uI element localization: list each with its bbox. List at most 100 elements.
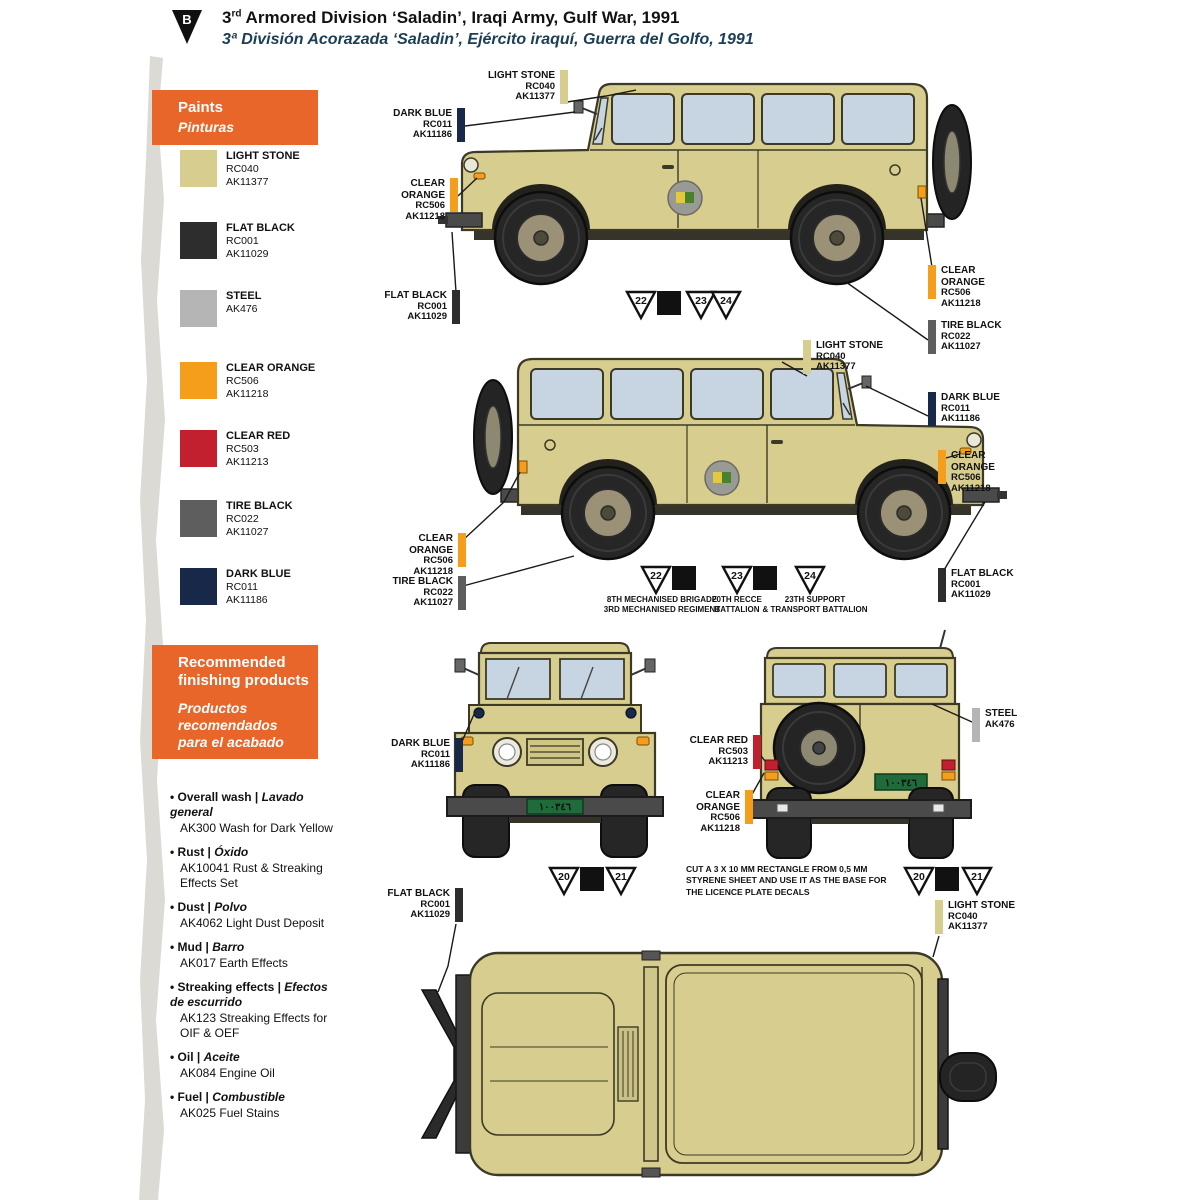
finishing-title: Recommended finishing products <box>178 654 309 689</box>
list-item: Streaking effects | Efectos de escurrido… <box>170 980 336 1041</box>
callout-paint-code: RC506 <box>415 200 445 211</box>
finishing-label: Streaking effects | <box>177 980 281 994</box>
callout-paint-name: TIRE BLACK <box>941 320 1002 331</box>
division-insignia <box>704 460 740 496</box>
finishing-label-es: Polvo <box>214 900 247 914</box>
paint-swatch-bar <box>745 790 753 824</box>
side-view-right <box>436 82 973 286</box>
paint-swatch-clear-orange: CLEAR ORANGE RC506 AK11218 <box>180 362 315 400</box>
paint-swatch-bar <box>560 70 568 104</box>
paint-code: AK11377 <box>226 175 269 188</box>
callout-paint-code: AK11186 <box>941 413 981 425</box>
callout-paint-code: RC506 <box>710 812 740 823</box>
callout-paint-name: DARK BLUE <box>393 108 452 119</box>
svg-text:21: 21 <box>971 871 983 883</box>
paint-color-swatch <box>180 430 217 467</box>
callout-paint-code: RC022 <box>941 330 971 342</box>
decal-caption-23: 20TH RECCE BATTALION <box>712 595 762 614</box>
svg-text:20TH RECCE: 20TH RECCE <box>712 595 762 604</box>
styrene-note: CUT A 3 X 10 MM RECTANGLE FROM 0,5 MM ST… <box>686 864 887 897</box>
list-item: Dust | Polvo AK4062 Light Dust Deposit <box>170 900 336 931</box>
finishing-label: Oil | <box>177 1050 201 1064</box>
paint-color-swatch <box>180 222 217 259</box>
svg-text:21: 21 <box>615 871 627 883</box>
paint-color-swatch <box>180 568 217 605</box>
svg-text:20: 20 <box>913 871 925 883</box>
decal-triangle-23: 23 <box>684 290 718 321</box>
top-view <box>420 950 997 1178</box>
tail-lamp-orange <box>941 771 956 781</box>
decal-triangle-22: 22 <box>639 565 673 596</box>
callout-paint-name: TIRE BLACK <box>392 576 453 587</box>
svg-text:23TH SUPPORT: 23TH SUPPORT <box>785 595 846 604</box>
paint-color-swatch <box>180 150 217 187</box>
paints-title-es: Pinturas <box>178 119 235 135</box>
finishing-product: AK123 Streaking Effects for OIF & OEF <box>180 1011 328 1040</box>
paints-title: Paints <box>178 99 224 116</box>
front-bumper-bracket <box>420 989 463 1139</box>
paint-swatch-bar <box>928 392 936 426</box>
svg-text:?: ? <box>760 571 769 588</box>
svg-text:24: 24 <box>720 295 732 307</box>
decal-triangle-21: 21 <box>604 866 638 897</box>
paint-swatch-bar <box>457 108 465 142</box>
callout-paint-name: FLAT BLACK <box>384 290 447 301</box>
callout-paint-code: AK11218 <box>413 565 453 577</box>
finishing-product: AK084 Engine Oil <box>180 1066 275 1080</box>
paint-code: AK11029 <box>226 247 269 260</box>
finishing-product: AK300 Wash for Dark Yellow <box>180 821 333 835</box>
callout-paint-code: AK11377 <box>515 91 555 103</box>
svg-text:24: 24 <box>804 570 816 582</box>
svg-text:8TH MECHANISED BRIGADE: 8TH MECHANISED BRIGADE <box>607 595 718 604</box>
callout-paint-code: RC506 <box>941 287 971 298</box>
finishing-product: AK10041 Rust & Streaking Effects Set <box>180 861 323 890</box>
callout-paint-code: AK11186 <box>412 129 452 141</box>
svg-text:BATTALION: BATTALION <box>714 605 759 614</box>
decal-triangle-22: 22 <box>624 290 658 321</box>
paint-code: RC503 <box>226 443 259 456</box>
callout-paint-code: RC011 <box>941 402 971 414</box>
paint-swatch-bar <box>753 735 761 769</box>
paint-code: AK11186 <box>226 593 268 606</box>
paint-swatch-bar <box>450 178 458 212</box>
decal-unknown-box: ? <box>657 291 681 315</box>
callout-paint-code: RC040 <box>816 350 846 362</box>
paint-code: AK11213 <box>226 455 269 468</box>
paint-swatch-bar <box>938 450 946 484</box>
title-text: Armored Division ‘Saladin’, Iraqi Army, … <box>241 8 680 27</box>
callout-paint-name: DARK BLUE <box>391 738 450 749</box>
paint-swatch-bar <box>972 708 980 742</box>
tail-lamp-red <box>764 759 779 771</box>
callout-paint-name: CLEAR ORANGE <box>696 790 740 813</box>
svg-text:?: ? <box>679 571 688 588</box>
callout-paint-code: RC001 <box>420 898 450 910</box>
page-subtitle-es: 3ª División Acorazada ‘Saladin’, Ejércit… <box>222 31 754 48</box>
paint-code: AK11218 <box>226 387 269 400</box>
callout-paint-code: RC022 <box>423 586 453 598</box>
callout-paint-code: RC503 <box>718 745 748 757</box>
callout-paint-code: AK11218 <box>951 482 991 494</box>
paint-swatch-bar <box>928 265 936 299</box>
decal-unknown-box: ? <box>672 566 696 590</box>
callout-paint-code: RC506 <box>951 472 981 483</box>
paint-code: RC001 <box>226 235 259 248</box>
front-view: ١٠٠٣٤٦ <box>446 642 664 858</box>
torn-edge <box>139 56 165 1200</box>
callout-paint-code: AK11029 <box>410 909 450 921</box>
paint-swatch-bar <box>455 888 463 922</box>
finishing-product: AK025 Fuel Stains <box>180 1106 280 1120</box>
list-item: Fuel | Combustible AK025 Fuel Stains <box>170 1090 336 1121</box>
svg-text:23: 23 <box>695 295 707 307</box>
callout-paint-code: RC040 <box>948 910 978 922</box>
paint-color-swatch <box>180 362 217 399</box>
finishing-label: Overall wash | <box>177 790 259 804</box>
paint-swatch-steel: STEEL AK476 <box>180 290 261 327</box>
